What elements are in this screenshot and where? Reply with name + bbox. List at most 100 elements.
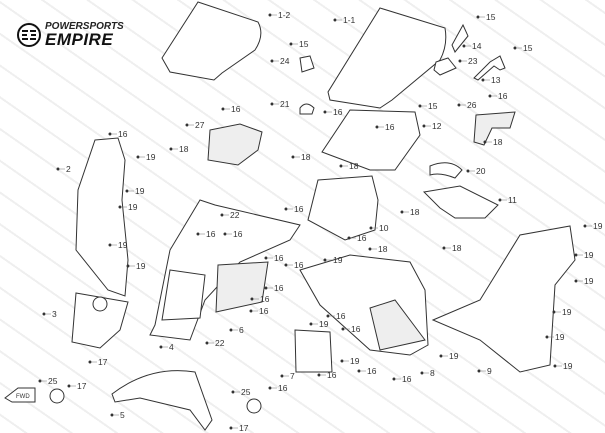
callout-9: 9 <box>487 366 492 376</box>
callout-19: 19 <box>555 332 565 342</box>
callout-19: 19 <box>146 152 156 162</box>
part-bracket-13 <box>473 55 506 81</box>
callout-16: 16 <box>351 324 361 334</box>
fastener-marker <box>476 15 480 19</box>
fastener-marker <box>442 246 446 250</box>
fastener-marker <box>268 386 272 390</box>
fastener-marker <box>368 247 372 251</box>
fastener-marker <box>340 359 344 363</box>
fastener-marker <box>477 369 481 373</box>
fastener-marker <box>553 364 557 368</box>
fastener-marker <box>110 413 114 417</box>
part-cap-25-left <box>49 388 65 404</box>
callout-22: 22 <box>215 338 225 348</box>
callout-16: 16 <box>402 374 412 384</box>
part-lower-grille-8 <box>369 299 426 351</box>
callout-16: 16 <box>260 294 270 304</box>
fastener-marker <box>229 426 233 430</box>
callout-16: 16 <box>274 283 284 293</box>
callout-4: 4 <box>169 342 174 352</box>
callout-17: 17 <box>239 423 249 433</box>
fastener-marker <box>513 46 517 50</box>
callout-18: 18 <box>410 207 420 217</box>
part-panel-3 <box>71 292 129 349</box>
callout-16: 16 <box>259 306 269 316</box>
callout-19: 19 <box>333 255 343 265</box>
empire-logo-icon <box>17 23 41 47</box>
callout-1-1: 1-1 <box>343 15 356 25</box>
fastener-marker <box>270 59 274 63</box>
fastener-marker <box>136 155 140 159</box>
fastener-marker <box>333 18 337 22</box>
fastener-marker <box>483 140 487 144</box>
fastener-marker <box>221 107 225 111</box>
part-windscreen-1-1 <box>327 7 447 109</box>
callout-19: 19 <box>128 202 138 212</box>
fastener-marker <box>357 369 361 373</box>
fastener-marker <box>583 224 587 228</box>
part-windscreen-1-2 <box>161 1 262 81</box>
part-front-fairing-inner <box>161 269 206 321</box>
logo-line2: EMPIRE <box>45 30 114 49</box>
fastener-marker <box>323 110 327 114</box>
part-panel-3-hole <box>92 296 108 312</box>
fastener-marker <box>466 169 470 173</box>
callout-19: 19 <box>584 276 594 286</box>
callout-15: 15 <box>428 101 438 111</box>
fastener-marker <box>339 164 343 168</box>
fastener-marker <box>108 243 112 247</box>
fwd-sticker-label: FWD <box>16 394 30 400</box>
fastener-marker <box>67 384 71 388</box>
fastener-marker <box>42 312 46 316</box>
callout-19: 19 <box>319 319 329 329</box>
callout-16: 16 <box>278 383 288 393</box>
fastener-marker <box>220 213 224 217</box>
fastener-marker <box>341 327 345 331</box>
fastener-marker <box>369 226 373 230</box>
callout-16: 16 <box>274 253 284 263</box>
fastener-marker <box>574 279 578 283</box>
fastener-marker <box>125 189 129 193</box>
fastener-marker <box>88 360 92 364</box>
callout-10: 10 <box>379 223 389 233</box>
callout-18: 18 <box>452 243 462 253</box>
fastener-marker <box>264 286 268 290</box>
callout-16: 16 <box>233 229 243 239</box>
fastener-marker <box>552 310 556 314</box>
callout-19: 19 <box>118 240 128 250</box>
part-fender-5 <box>111 370 213 431</box>
callout-19: 19 <box>562 307 572 317</box>
part-left-panel-2 <box>75 137 129 297</box>
callout-16: 16 <box>333 107 343 117</box>
callout-12: 12 <box>432 121 442 131</box>
callout-16: 16 <box>118 129 128 139</box>
fastener-marker <box>488 94 492 98</box>
fastener-marker <box>457 103 461 107</box>
fastener-marker <box>420 371 424 375</box>
logo-line1: POWERSPORTS <box>45 21 124 32</box>
callout-25: 25 <box>48 376 58 386</box>
callout-8: 8 <box>430 368 435 378</box>
fastener-marker <box>108 132 112 136</box>
part-pad-20 <box>429 162 463 179</box>
fastener-marker <box>375 125 379 129</box>
fastener-marker <box>418 104 422 108</box>
fastener-marker <box>284 263 288 267</box>
callout-18: 18 <box>349 161 359 171</box>
brand-logo: POWERSPORTS EMPIRE <box>17 22 124 48</box>
fastener-marker <box>268 13 272 17</box>
part-right-side-panel-9 <box>431 225 576 373</box>
part-inner-box-10 <box>307 175 379 241</box>
fwd-sticker <box>4 387 36 403</box>
fastener-marker <box>422 124 426 128</box>
callout-15: 15 <box>299 39 309 49</box>
callout-27: 27 <box>195 120 205 130</box>
callout-19: 19 <box>350 356 360 366</box>
callout-15: 15 <box>486 12 496 22</box>
callout-16: 16 <box>231 104 241 114</box>
part-cap-25-right <box>246 398 262 414</box>
part-frame-7 <box>294 329 333 373</box>
fastener-marker <box>169 147 173 151</box>
